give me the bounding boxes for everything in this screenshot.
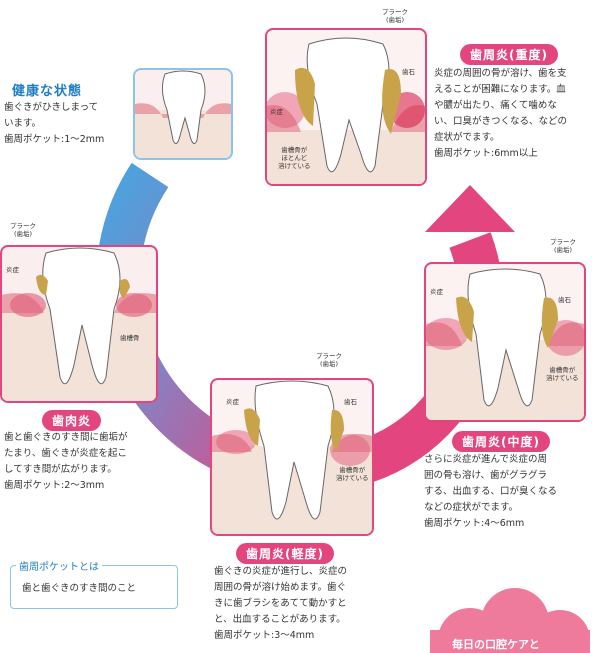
mild-title: 歯周炎(軽度): [236, 543, 334, 564]
severe-tartar-label: 歯石: [402, 68, 415, 76]
gingivitis-inflammation-label: 炎症: [6, 266, 19, 274]
moderate-tartar-label: 歯石: [558, 296, 571, 304]
moderate-line: する、出血する、口が臭くなる: [424, 484, 557, 500]
healthy-description: 歯ぐきがひきしまって います。 歯周ポケット:1〜2mm: [4, 100, 104, 148]
severe-description: 炎症の周囲の骨が溶け、歯を支 えることが困難になります。血 や膿が出たり、痛くて…: [434, 66, 567, 162]
moderate-line: さらに炎症が進んで炎症の周: [424, 452, 557, 468]
moderate-illustration: [424, 262, 586, 422]
gingivitis-description: 歯と歯ぐきのすき間に歯垢が たまり、歯ぐきが炎症を起こ してすき間が広がります。…: [4, 430, 128, 494]
gingivitis-line: たまり、歯ぐきが炎症を起こ: [4, 446, 128, 462]
moderate-line: 歯周ポケット:4〜6mm: [424, 516, 557, 532]
healthy-tooth-icon: [135, 70, 231, 158]
severe-line: 歯周ポケット:6mm以上: [434, 146, 567, 162]
severe-line: や膿が出たり、痛くて噛めな: [434, 98, 567, 114]
mild-bone-label: 歯槽骨が溶けている: [336, 466, 369, 482]
mild-line: と、出血することがあります。: [214, 612, 347, 628]
severe-inflammation-label: 炎症: [270, 108, 283, 116]
moderate-tooth-icon: [426, 264, 584, 420]
severe-plaque-label: プラーク(歯垢): [382, 8, 408, 24]
healthy-line: 歯周ポケット:1〜2mm: [4, 132, 104, 148]
severe-title: 歯周炎(重度): [460, 44, 558, 65]
gingivitis-plaque-label: プラーク(歯垢): [10, 222, 36, 238]
gingivitis-illustration: [0, 245, 158, 403]
healthy-line: います。: [4, 116, 104, 132]
moderate-line: 囲の骨も溶け、歯がグラグラ: [424, 468, 557, 484]
gingivitis-line: 歯と歯ぐきのすき間に歯垢が: [4, 430, 128, 446]
mild-inflammation-label: 炎症: [226, 398, 239, 406]
severe-line: い、口臭がきつくなる、などの: [434, 114, 567, 130]
mild-line: きに歯ブラシをあてて動かすと: [214, 596, 347, 612]
moderate-title: 歯周炎(中度): [452, 431, 550, 452]
mild-tartar-label: 歯石: [344, 398, 357, 406]
cloud-text: 毎日の口腔ケアと: [452, 636, 540, 652]
gingivitis-line: 歯周ポケット:2〜3mm: [4, 478, 128, 494]
gingivitis-title: 歯肉炎: [42, 410, 101, 431]
moderate-inflammation-label: 炎症: [430, 288, 443, 296]
healthy-line: 歯ぐきがひきしまって: [4, 100, 104, 116]
mild-line: 歯周ポケット:3〜4mm: [214, 628, 347, 644]
severe-line: えることが困難になります。血: [434, 82, 567, 98]
moderate-line: などの症状がでます。: [424, 500, 557, 516]
mild-line: 周囲の骨が溶け始めます。歯ぐ: [214, 580, 347, 596]
pocket-note-text: 歯と歯ぐきのすき間のこと: [22, 580, 136, 594]
pocket-note-title: 歯周ポケットとは: [16, 558, 102, 573]
mild-description: 歯ぐきの炎症が進行し、炎症の 周囲の骨が溶け始めます。歯ぐ きに歯ブラシをあてて…: [214, 564, 347, 644]
healthy-illustration: [133, 68, 233, 160]
gingivitis-bone-label: 歯槽骨: [120, 334, 140, 342]
severe-bone-label: 歯槽骨がほとんど溶けている: [278, 146, 311, 170]
moderate-description: さらに炎症が進んで炎症の周 囲の骨も溶け、歯がグラグラ する、出血する、口が臭く…: [424, 452, 557, 532]
moderate-bone-label: 歯槽骨が溶けている: [546, 366, 579, 382]
healthy-title: 健康な状態: [12, 80, 82, 99]
moderate-plaque-label: プラーク(歯垢): [550, 238, 576, 254]
severe-line: 炎症の周囲の骨が溶け、歯を支: [434, 66, 567, 82]
mild-plaque-label: プラーク(歯垢): [316, 352, 342, 368]
severe-line: 症状がでます。: [434, 130, 567, 146]
mild-line: 歯ぐきの炎症が進行し、炎症の: [214, 564, 347, 580]
gingivitis-tooth-icon: [2, 247, 158, 403]
arrow-head: [425, 185, 515, 232]
gingivitis-line: してすき間が広がります。: [4, 462, 128, 478]
